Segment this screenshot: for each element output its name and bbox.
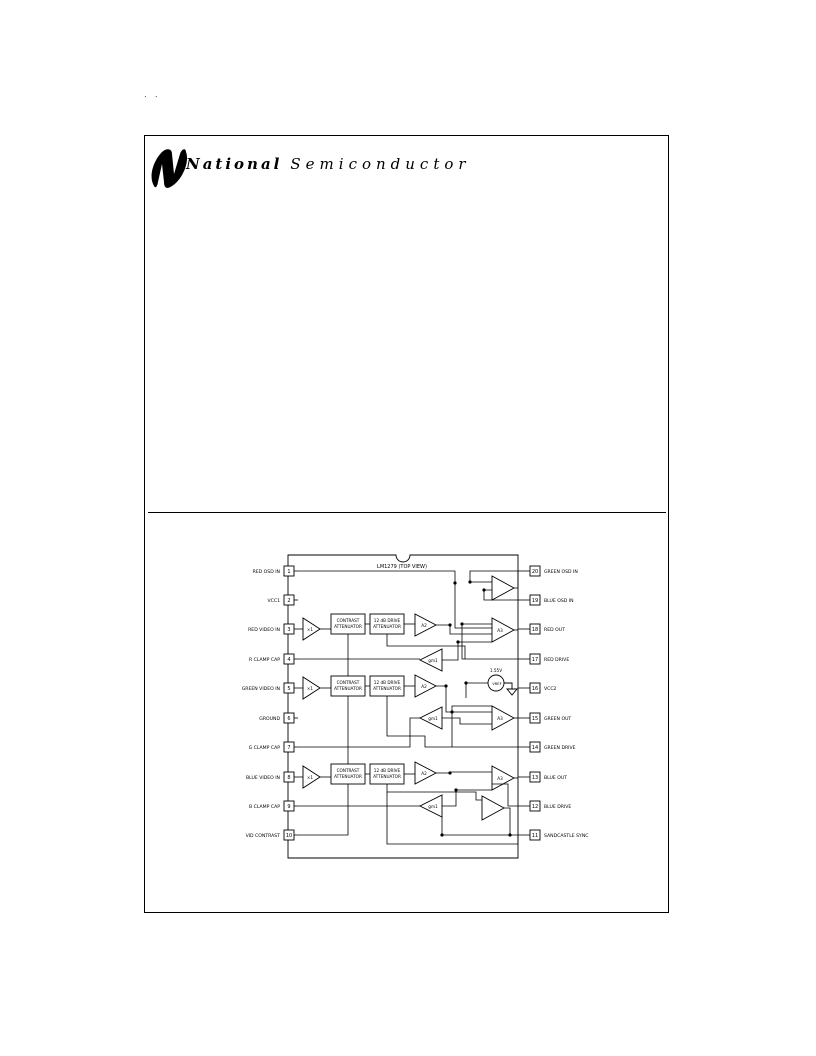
right-pin-number: 19 — [532, 598, 538, 604]
left-pin-label: G CLAMP CAP — [249, 745, 281, 751]
green-drive-label-1: 12 dB DRIVE — [374, 680, 401, 685]
blue-contrast-label-1: CONTRAST — [337, 768, 360, 773]
left-pin-number: 6 — [287, 716, 290, 722]
left-pin-number: 1 — [287, 569, 290, 575]
left-pin-label: RED OSD IN — [253, 569, 280, 575]
right-pin-label: BLUE OUT — [544, 775, 567, 781]
left-pin-label: RED VIDEO IN — [248, 627, 280, 633]
ground-symbol — [504, 682, 518, 696]
red-a3-label: A3 — [497, 628, 503, 633]
national-logo-icon — [151, 149, 188, 188]
junction-dots — [440, 580, 512, 837]
blue-buffer-label: ×1 — [307, 775, 314, 780]
right-pin-label: RED OUT — [544, 627, 565, 633]
left-pin-label: VCC1 — [268, 598, 281, 604]
left-pin-label: VID CONTRAST — [246, 833, 281, 839]
green-drive-label-2: ATTENUATOR — [373, 686, 401, 691]
right-pin-number: 13 — [532, 775, 538, 781]
page-frame — [144, 135, 669, 913]
left-pin-label: B CLAMP CAP — [249, 804, 280, 810]
green-contrast-label-1: CONTRAST — [337, 680, 360, 685]
left-pin-label: R CLAMP CAP — [249, 657, 280, 663]
brand-bold: National — [186, 155, 283, 173]
green-a2-label: A2 — [421, 684, 427, 689]
brand-wordmark: National Semiconductor — [186, 155, 471, 173]
left-pin-label: GREEN VIDEO IN — [242, 686, 280, 692]
left-pin-number: 7 — [287, 745, 290, 751]
brand-light: Semiconductor — [290, 155, 471, 173]
right-pin-label: BLUE OSD IN — [544, 598, 574, 604]
green-osd-amp — [491, 575, 515, 601]
red-drive-label-2: ATTENUATOR — [373, 624, 401, 629]
green-buffer-label: ×1 — [307, 686, 314, 691]
blue-a2-label: A2 — [421, 771, 427, 776]
blue-a3-amp — [491, 765, 515, 791]
blue-drive-label-1: 12 dB DRIVE — [374, 768, 401, 773]
right-pin-label: GREEN DRIVE — [544, 745, 576, 751]
right-pin-label: GREEN OUT — [544, 716, 571, 722]
red-a2-amp — [414, 613, 437, 637]
red-drive-label-1: 12 dB DRIVE — [374, 618, 401, 623]
left-pin-number: 2 — [287, 598, 290, 604]
right-pin-label: BLUE DRIVE — [544, 804, 571, 810]
package-outline — [287, 554, 519, 859]
red-a2-label: A2 — [421, 623, 427, 628]
diagram-title: LM1279 (TOP VIEW) — [377, 564, 427, 570]
right-pin-number: 17 — [532, 657, 538, 663]
red-contrast-label-1: CONTRAST — [337, 618, 360, 623]
left-pin-number: 3 — [287, 627, 290, 633]
left-pin-label: GROUND — [259, 716, 280, 722]
blue-gm1-label: gm1 — [428, 804, 438, 809]
right-pin-number: 16 — [532, 686, 538, 692]
left-pin-number: 5 — [287, 686, 290, 692]
left-pin-number: 9 — [287, 804, 290, 810]
left-pin-number: 8 — [287, 775, 290, 781]
wiring — [298, 570, 519, 845]
red-a3-amp — [491, 617, 515, 643]
left-pin-number: 10 — [286, 833, 292, 839]
red-gm1-label: gm1 — [428, 658, 438, 663]
right-pin-number: 20 — [532, 569, 538, 575]
blue-osd-amp — [481, 795, 505, 821]
block-diagram: LM1279 (TOP VIEW) 1 RED OSD IN 2 VCC1 3 RED V… — [242, 554, 588, 859]
green-contrast-label-2: ATTENUATOR — [334, 686, 362, 691]
blue-a2-amp — [414, 761, 437, 785]
green-a3-amp — [491, 705, 515, 731]
corner-mark: · · — [144, 92, 161, 101]
blue-drive-label-2: ATTENUATOR — [373, 774, 401, 779]
left-pin-label: BLUE VIDEO IN — [246, 775, 280, 781]
vref-voltage-label: 1.55V — [490, 668, 502, 673]
right-pin-number: 12 — [532, 804, 538, 810]
red-buffer-label: ×1 — [307, 627, 314, 632]
green-a3-label: A3 — [497, 716, 503, 721]
left-pin-number: 4 — [287, 657, 290, 663]
right-pin-label: VCC2 — [544, 686, 557, 692]
right-pin-number: 18 — [532, 627, 538, 633]
right-pin-label: SANDCASTLE SYNC — [544, 833, 588, 839]
red-contrast-label-2: ATTENUATOR — [334, 624, 362, 629]
right-pin-label: RED DRIVE — [544, 657, 569, 663]
right-pin-label: GREEN OSD IN — [544, 569, 578, 575]
right-pin-number: 14 — [532, 745, 538, 751]
blue-contrast-label-2: ATTENUATOR — [334, 774, 362, 779]
right-pin-number: 15 — [532, 716, 538, 722]
section-rule — [148, 512, 666, 513]
blue-a3-label: A3 — [497, 776, 503, 781]
green-gm1-label: gm1 — [428, 716, 438, 721]
vref-label: VREF — [492, 682, 501, 686]
right-pin-number: 11 — [532, 833, 538, 839]
